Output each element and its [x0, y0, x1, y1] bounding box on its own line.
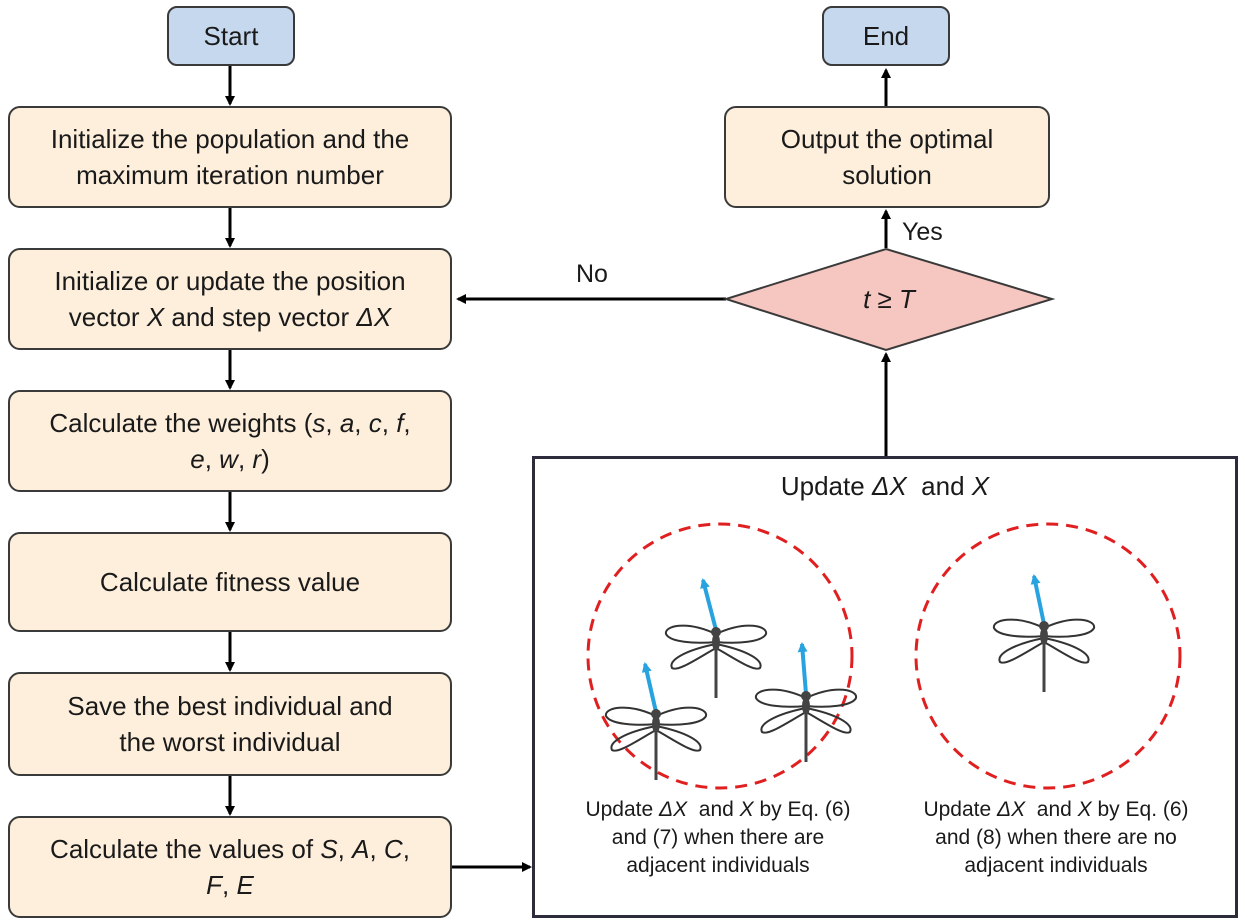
- step-text: Initialize the population and the: [50, 124, 410, 154]
- var-x: X: [1077, 798, 1092, 821]
- sep: ,: [237, 444, 253, 474]
- caption-text: by Eq. (6): [753, 798, 851, 821]
- sep: ,: [222, 870, 237, 900]
- sep: ,: [325, 408, 340, 438]
- caption-text: and (8) when there are no: [935, 826, 1177, 849]
- var-delta-x: ΔX: [659, 798, 688, 821]
- step-init-population: Initialize the population and the maximu…: [8, 106, 452, 208]
- operator: ≥: [870, 283, 900, 314]
- weight-r: r: [252, 444, 262, 474]
- step-init-update-position: Initialize or update the position vector…: [8, 248, 452, 350]
- var-delta-x: ΔX: [356, 302, 392, 332]
- value-c: C: [383, 834, 403, 864]
- caption-text: Update: [923, 798, 997, 821]
- var-x: X: [739, 798, 754, 821]
- sep: ,: [403, 408, 411, 438]
- value-a: A: [352, 834, 370, 864]
- sep: ,: [337, 834, 353, 864]
- step-calculate-weights: Calculate the weights (s, a, c, f, e, w,…: [8, 390, 452, 492]
- dragonfly-icon: [604, 662, 708, 782]
- value-s: S: [320, 834, 338, 864]
- step-text: ): [261, 444, 270, 474]
- step-text: Output the optimal: [780, 124, 994, 154]
- start-node: Start: [167, 6, 295, 66]
- update-box: Update ΔX and X: [532, 456, 1238, 918]
- var-delta-x: ΔX: [997, 798, 1026, 821]
- step-text: Calculate the weights (: [49, 408, 313, 438]
- var-big-t: T: [899, 283, 915, 314]
- dragonfly-icon: [664, 578, 768, 700]
- sep: ,: [402, 834, 410, 864]
- update-box-title: Update ΔX and X: [535, 471, 1235, 502]
- step-text: maximum iteration number: [76, 160, 384, 190]
- weight-e: e: [190, 444, 205, 474]
- title-text: and: [906, 471, 972, 501]
- title-text: Update: [780, 471, 872, 501]
- sep: ,: [354, 408, 369, 438]
- weight-f: f: [396, 408, 404, 438]
- caption-no-adjacent: Update ΔX and X by Eq. (6) and (8) when …: [880, 796, 1232, 880]
- step-output-solution: Output the optimal solution: [724, 106, 1050, 208]
- caption-text: and: [1025, 798, 1078, 821]
- step-text: Save the best individual and: [67, 691, 393, 721]
- end-node: End: [822, 6, 950, 66]
- step-text: Calculate the values of: [50, 834, 321, 864]
- weight-w: w: [219, 444, 238, 474]
- decision-diamond: [722, 247, 1056, 352]
- caption-text: and: [687, 798, 740, 821]
- weight-a: a: [339, 408, 355, 438]
- step-text: Initialize or update the position: [54, 266, 406, 296]
- step-save-best-worst: Save the best individual and the worst i…: [8, 672, 452, 776]
- value-e: E: [236, 870, 254, 900]
- caption-text: Update: [585, 798, 659, 821]
- caption-text: and (7) when there are: [611, 826, 825, 849]
- weight-c: c: [368, 408, 382, 438]
- neighborhood-circle-left: [586, 522, 854, 790]
- var-t: t: [863, 283, 871, 314]
- step-text: Calculate fitness value: [99, 567, 361, 597]
- label-no: No: [576, 260, 608, 288]
- var-x: X: [146, 302, 165, 332]
- step-text: vector: [68, 302, 147, 332]
- caption-text: adjacent individuals: [626, 854, 810, 877]
- sep: ,: [381, 408, 397, 438]
- sep: ,: [204, 444, 220, 474]
- step-text: solution: [842, 160, 932, 190]
- var-x: X: [971, 471, 990, 501]
- neighborhood-circle-right: [914, 522, 1182, 790]
- step-calculate-values: Calculate the values of S, A, C, F, E: [8, 816, 452, 918]
- value-f: F: [206, 870, 223, 900]
- dragonfly-icon: [754, 642, 858, 764]
- sep: ,: [369, 834, 384, 864]
- step-text: and step vector: [164, 302, 357, 332]
- dragonfly-icon: [992, 574, 1096, 694]
- caption-adjacent: Update ΔX and X by Eq. (6) and (7) when …: [540, 796, 896, 880]
- start-label: Start: [203, 20, 259, 51]
- step-calculate-fitness: Calculate fitness value: [8, 532, 452, 632]
- caption-text: adjacent individuals: [964, 854, 1148, 877]
- caption-text: by Eq. (6): [1091, 798, 1189, 821]
- step-text: the worst individual: [119, 727, 341, 757]
- var-delta-x: ΔX: [871, 471, 907, 501]
- decision-condition: t ≥ T: [726, 272, 1052, 326]
- label-yes: Yes: [902, 218, 943, 246]
- end-label: End: [862, 20, 910, 51]
- weight-s: s: [312, 408, 326, 438]
